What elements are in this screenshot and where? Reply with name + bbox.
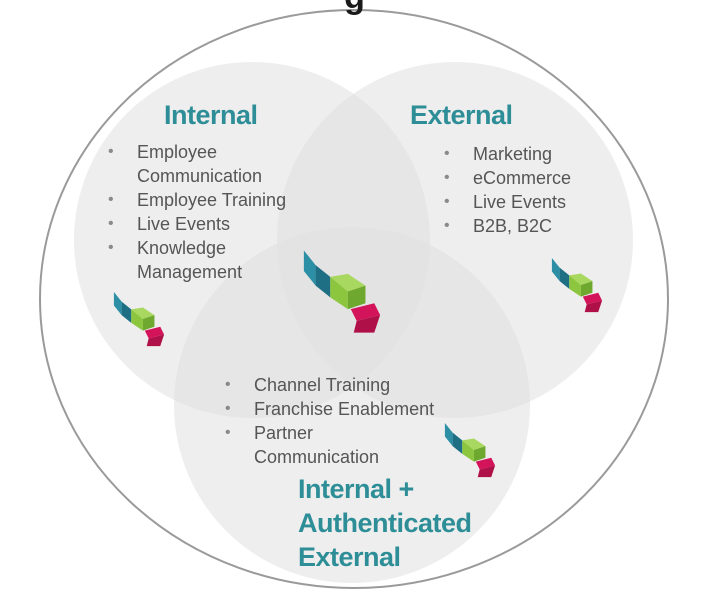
bullet-icon: •	[444, 217, 450, 234]
external-heading: External	[410, 100, 513, 130]
item-text-cont: Communication	[254, 447, 380, 467]
item-text: Knowledge	[137, 238, 227, 258]
internal-plus-heading-line1: Internal +	[298, 474, 414, 504]
item-text: Live Events	[137, 214, 231, 234]
brand-logo-icon	[551, 258, 603, 313]
internal-plus-heading-line3: External	[298, 542, 401, 572]
bullet-icon: •	[444, 193, 450, 210]
item-text: eCommerce	[473, 168, 572, 188]
item-text: Employee	[137, 142, 218, 162]
bullet-icon: •	[108, 215, 114, 232]
list-item: • Channel Training	[225, 373, 434, 397]
list-item: • eCommerce	[444, 166, 571, 190]
item-text: Marketing	[473, 144, 553, 164]
item-text: Channel Training	[254, 375, 391, 395]
item-text-cont: Management	[137, 262, 243, 282]
external-list: • Marketing • eCommerce • Live Events • B2B,…	[444, 142, 571, 238]
list-item: • Marketing	[444, 142, 571, 166]
item-text: Franchise Enablement	[254, 399, 435, 419]
brand-logo-icon	[444, 423, 496, 478]
list-item: • B2B, B2C	[444, 214, 571, 238]
list-item: • Franchise Enablement	[225, 397, 434, 421]
brand-logo-icon	[113, 292, 165, 347]
item-text: Partner	[254, 423, 314, 443]
brand-logo-icon	[303, 250, 381, 333]
list-item: • Live Events	[444, 190, 571, 214]
page-title: g	[0, 0, 709, 17]
bullet-icon: •	[108, 191, 114, 208]
list-item: • Employee Training	[108, 188, 286, 212]
item-text: B2B, B2C	[473, 216, 553, 236]
list-item: • Live Events	[108, 212, 286, 236]
internal-heading: Internal	[164, 100, 258, 130]
bullet-icon: •	[225, 424, 231, 441]
internal-plus-heading-line2: Authenticated	[298, 508, 472, 538]
circle-internal-plus	[174, 227, 530, 583]
item-text: Live Events	[473, 192, 567, 212]
bullet-icon: •	[225, 376, 231, 393]
item-text: Employee Training	[137, 190, 287, 210]
bullet-icon: •	[108, 143, 114, 160]
bullet-icon: •	[444, 145, 450, 162]
bullet-icon: •	[225, 400, 231, 417]
bullet-icon: •	[444, 169, 450, 186]
item-text-cont: Communication	[137, 166, 263, 186]
internal-plus-list: •Channel Training •Franchise Enablement …	[225, 373, 434, 469]
bullet-icon: •	[108, 239, 114, 256]
